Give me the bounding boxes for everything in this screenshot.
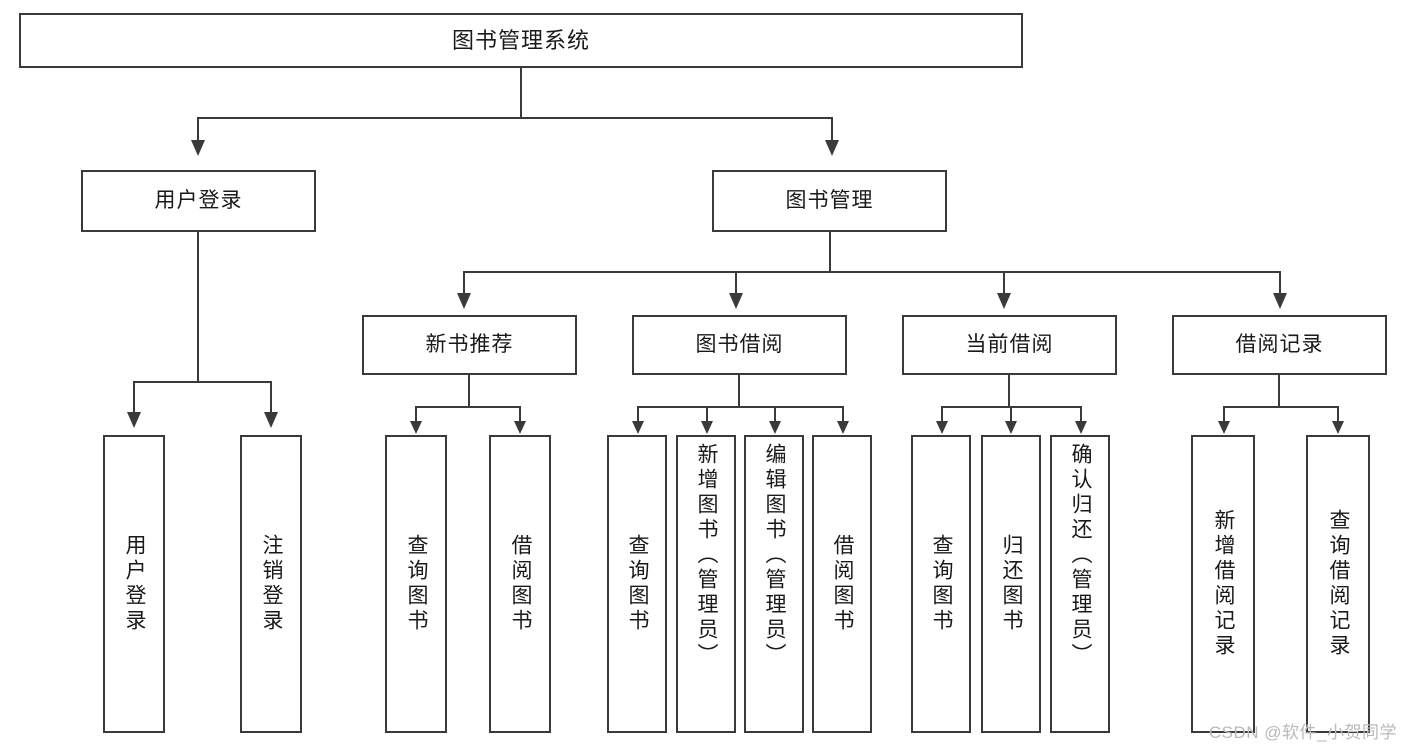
connector-bb-to-leaf-4	[842, 406, 844, 423]
connector-user-login-to-leaf-1	[133, 381, 135, 414]
connector-bb-to-leaf-2	[706, 406, 708, 423]
node-label: 新书推荐	[425, 332, 514, 356]
leaf-label: 归还图书	[1000, 534, 1024, 634]
connector-bm-to-book-borrow	[735, 271, 737, 295]
arrow-cb-to-leaf-3	[1075, 421, 1087, 434]
connector-cb-to-leaf-3	[1080, 406, 1082, 423]
connector-bm-to-borrow-record	[1279, 271, 1281, 295]
connector-bm-to-new-book	[463, 271, 465, 295]
arrow-cb-to-leaf-1	[936, 421, 948, 434]
connector-root-stem	[520, 68, 522, 118]
arrow-br-to-leaf-2	[1332, 421, 1344, 434]
leaf-label: 查询图书	[405, 534, 429, 634]
arrow-bm-to-current-borrow	[997, 293, 1011, 309]
leaf-add-borrow-record[interactable]: 新增借阅记录	[1191, 435, 1255, 733]
leaf-borrow-book-recommend[interactable]: 借阅图书	[489, 435, 551, 733]
node-label: 用户登录	[154, 188, 243, 212]
connector-user-login-to-leaf-2	[270, 381, 272, 414]
leaf-label: 注销登录	[260, 534, 284, 634]
arrow-nb-to-leaf-1	[410, 421, 422, 434]
connector-bm-to-current-borrow	[1003, 271, 1005, 295]
arrow-bm-to-new-book	[457, 293, 471, 309]
connector-br-to-leaf-1	[1223, 406, 1225, 423]
node-user-login[interactable]: 用户登录	[81, 170, 316, 232]
node-label: 图书管理	[785, 188, 874, 212]
arrow-bm-to-borrow-record	[1273, 293, 1287, 309]
arrow-bb-to-leaf-3	[769, 421, 781, 434]
watermark-text: CSDN @软件_小贺同学	[1208, 723, 1397, 742]
leaf-query-book-borrow[interactable]: 查询图书	[607, 435, 667, 733]
leaf-label: 新增图书（管理员）	[695, 443, 719, 668]
node-label: 当前借阅	[965, 332, 1054, 356]
leaf-label: 新增借阅记录	[1212, 509, 1236, 659]
leaf-confirm-return-admin[interactable]: 确认归还（管理员）	[1050, 435, 1110, 733]
connector-root-to-user-login	[197, 117, 199, 142]
node-label: 借阅记录	[1235, 332, 1324, 356]
node-label: 图书管理系统	[451, 27, 590, 53]
connector-borrow-record-bus	[1223, 406, 1338, 408]
leaf-logout[interactable]: 注销登录	[240, 435, 302, 733]
connector-book-management-stem	[829, 232, 831, 272]
connector-book-borrow-bus	[637, 406, 843, 408]
arrow-bm-to-book-borrow	[729, 293, 743, 309]
leaf-label: 用户登录	[123, 534, 147, 634]
leaf-label: 查询借阅记录	[1327, 509, 1351, 659]
connector-user-login-stem	[197, 232, 199, 382]
arrow-root-to-user-login	[191, 140, 205, 156]
node-root-book-management-system[interactable]: 图书管理系统	[19, 13, 1023, 68]
connector-book-management-bus	[463, 271, 1280, 273]
node-book-management[interactable]: 图书管理	[712, 170, 947, 232]
arrow-user-login-to-leaf-2	[264, 412, 278, 428]
arrow-user-login-to-leaf-1	[127, 412, 141, 428]
node-label: 图书借阅	[695, 332, 784, 356]
connector-br-to-leaf-2	[1337, 406, 1339, 423]
connector-nb-to-leaf-2	[519, 406, 521, 423]
leaf-label: 查询图书	[626, 534, 650, 634]
leaf-label: 借阅图书	[509, 534, 533, 634]
connector-user-login-bus	[133, 381, 270, 383]
leaf-label: 借阅图书	[831, 534, 855, 634]
leaf-label: 编辑图书（管理员）	[763, 443, 787, 668]
leaf-query-book-recommend[interactable]: 查询图书	[385, 435, 447, 733]
connector-book-borrow-stem	[738, 375, 740, 408]
arrow-bb-to-leaf-2	[701, 421, 713, 434]
connector-new-book-stem	[468, 375, 470, 408]
arrow-cb-to-leaf-2	[1005, 421, 1017, 434]
leaf-add-book-admin[interactable]: 新增图书（管理员）	[676, 435, 736, 733]
leaf-query-book-current[interactable]: 查询图书	[911, 435, 971, 733]
node-new-book-recommend[interactable]: 新书推荐	[362, 315, 577, 375]
arrow-root-to-book-management	[825, 140, 839, 156]
connector-bb-to-leaf-3	[774, 406, 776, 423]
connector-root-bus	[197, 117, 833, 119]
connector-nb-to-leaf-1	[415, 406, 417, 423]
arrow-bb-to-leaf-4	[837, 421, 849, 434]
connector-borrow-record-stem	[1278, 375, 1280, 408]
leaf-label: 查询图书	[930, 534, 954, 634]
connector-bb-to-leaf-1	[637, 406, 639, 423]
leaf-user-login[interactable]: 用户登录	[103, 435, 165, 733]
connector-cb-to-leaf-2	[1010, 406, 1012, 423]
arrow-bb-to-leaf-1	[632, 421, 644, 434]
node-current-borrow[interactable]: 当前借阅	[902, 315, 1117, 375]
node-book-borrow[interactable]: 图书借阅	[632, 315, 847, 375]
leaf-borrow-book[interactable]: 借阅图书	[812, 435, 872, 733]
connector-new-book-bus	[415, 406, 521, 408]
arrow-nb-to-leaf-2	[514, 421, 526, 434]
leaf-return-book[interactable]: 归还图书	[981, 435, 1041, 733]
leaf-label: 确认归还（管理员）	[1069, 443, 1093, 668]
leaf-query-borrow-record[interactable]: 查询借阅记录	[1306, 435, 1370, 733]
arrow-br-to-leaf-1	[1218, 421, 1230, 434]
connector-cb-to-leaf-1	[941, 406, 943, 423]
connector-root-to-book-management	[831, 117, 833, 142]
leaf-edit-book-admin[interactable]: 编辑图书（管理员）	[744, 435, 804, 733]
node-borrow-record[interactable]: 借阅记录	[1172, 315, 1387, 375]
connector-current-borrow-stem	[1008, 375, 1010, 408]
